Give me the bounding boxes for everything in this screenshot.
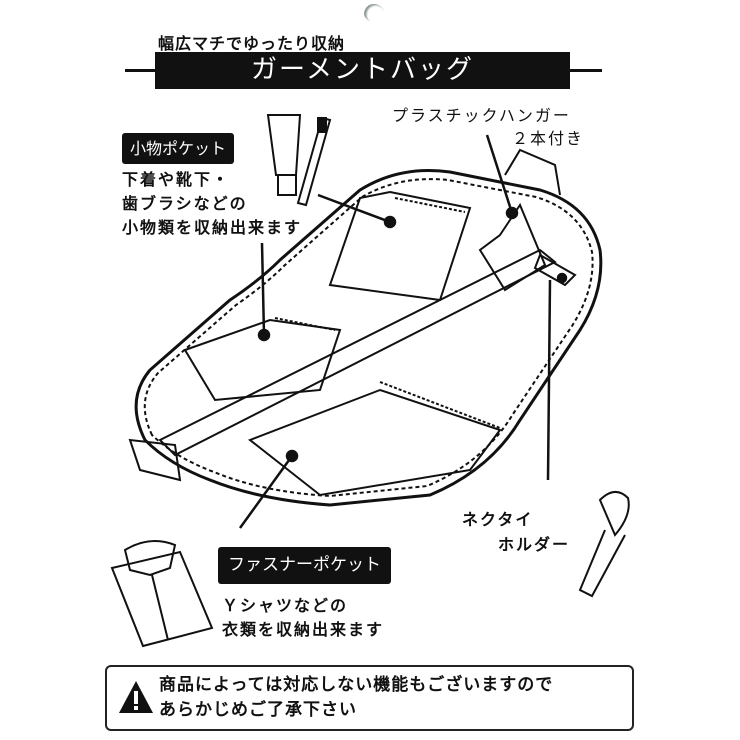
notice-box: 商品によっては対応しない機能もございますので あらかじめご了承下さい	[105, 665, 634, 731]
description-line: Ｙシャツなどの	[222, 596, 349, 615]
toothpaste-brush-icon	[266, 114, 332, 207]
bag-icon	[128, 148, 603, 507]
tie-holder-caption-2: ホルダー	[498, 535, 571, 554]
necktie-icon	[578, 491, 630, 598]
shirt-icon	[110, 540, 214, 648]
hanger-caption-count: ２本付き	[512, 129, 585, 148]
page-title: ガーメントバッグ	[155, 52, 570, 89]
warning-triangle-icon	[119, 681, 153, 713]
leader-lines	[238, 134, 568, 529]
description-line: 歯ブラシなどの	[122, 194, 248, 213]
hanger-caption: プラスチックハンガー	[392, 106, 571, 125]
hang-hole	[364, 4, 384, 22]
small-pocket-label: 小物ポケット	[122, 133, 235, 164]
tie-holder-caption: ネクタイ	[462, 510, 534, 529]
zipper-pocket-label: ファスナーポケット	[218, 547, 391, 584]
title-rule-left	[125, 69, 155, 72]
title-rule-right	[570, 69, 602, 72]
notice-line: 商品によっては対応しない機能もございますので	[159, 675, 554, 695]
description-line: 衣類を収納出来ます	[222, 620, 385, 639]
notice-line: あらかじめご了承下さい	[159, 700, 357, 720]
subtitle: 幅広マチでゆったり収納	[158, 34, 346, 53]
zipper-pocket-description: Ｙシャツなどの 衣類を収納出来ます	[222, 594, 384, 642]
description-line: 小物類を収納出来ます	[122, 218, 303, 237]
description-line: 下着や靴下・	[122, 170, 231, 189]
small-pocket-description: 下着や靴下・ 歯ブラシなどの 小物類を収納出来ます	[122, 168, 302, 240]
